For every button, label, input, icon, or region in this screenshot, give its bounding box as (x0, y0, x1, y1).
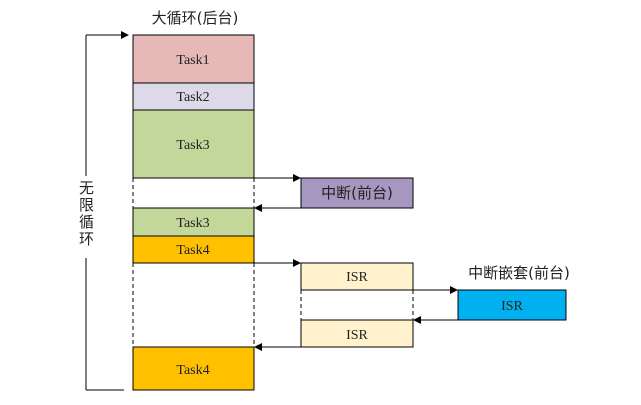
infinite-loop-bracket (85, 31, 129, 391)
background-title: 大循环(后台) (152, 9, 239, 27)
task3-resume-block (132, 207, 255, 237)
task2-label: Task2 (176, 90, 209, 105)
isr-resume-label: ISR (346, 328, 368, 343)
nested-interrupt-label: 中断嵌套(前台) (468, 264, 570, 282)
task3-block (132, 109, 255, 179)
task4-resume-block (132, 346, 255, 391)
interrupt-label: 中断(前台) (321, 184, 393, 202)
suspended-gap-1 (132, 178, 255, 208)
nested-isr-label: ISR (501, 299, 523, 314)
task4-block (132, 235, 255, 264)
isr-suspended-gap (300, 290, 414, 320)
isr-resume-block (300, 319, 414, 348)
infinite-loop-label: 无限循环 (77, 180, 95, 248)
task4-label: Task4 (176, 243, 209, 258)
nested-isr-block (457, 289, 567, 321)
task1-label: Task1 (176, 53, 209, 68)
task3-resume-label: Task3 (176, 216, 209, 231)
task1-block (132, 34, 255, 84)
task3-label: Task3 (176, 138, 209, 153)
suspended-gap-2 (132, 263, 255, 347)
interrupt-block (300, 177, 414, 209)
isr-label: ISR (346, 270, 368, 285)
task4-resume-label: Task4 (176, 363, 209, 378)
